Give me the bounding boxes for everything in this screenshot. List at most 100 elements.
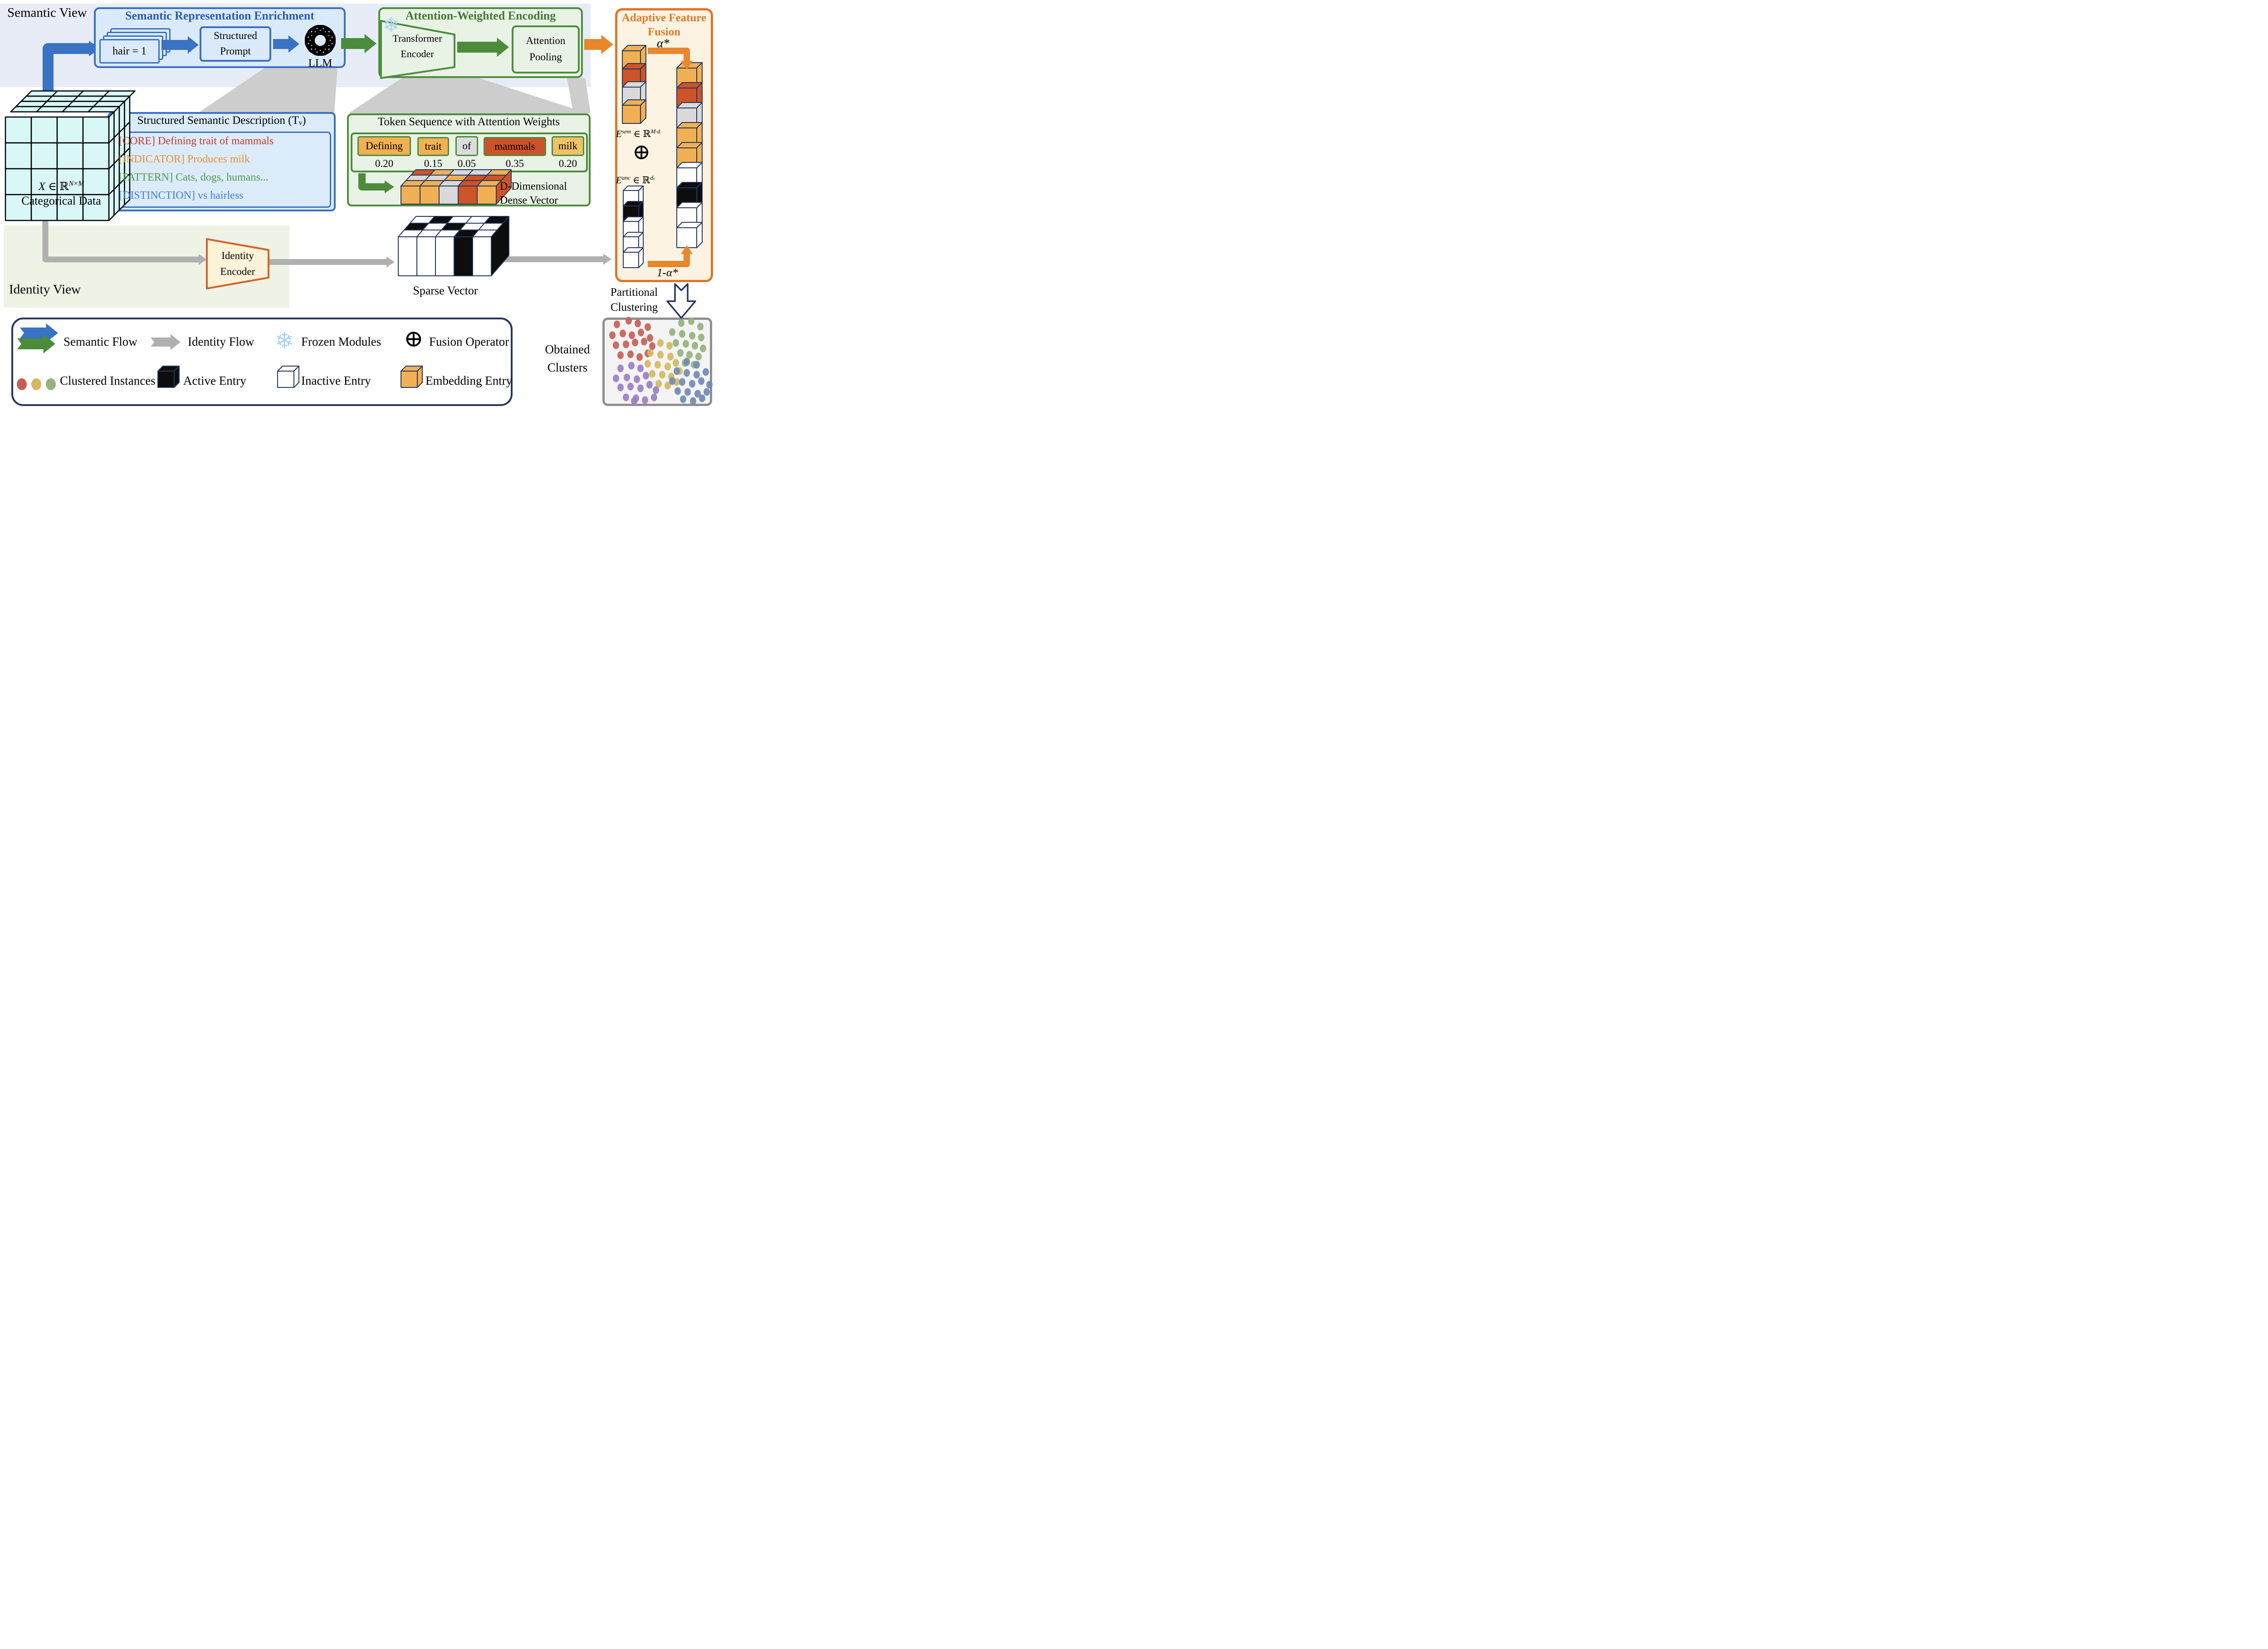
cluster-dot-2 — [673, 359, 679, 367]
data-cube-side — [124, 173, 131, 206]
cluster-dot-2 — [659, 371, 665, 379]
cluster-dot-0 — [613, 341, 619, 349]
identity-encoder-trapezoid — [206, 238, 269, 289]
cluster-dot-4 — [694, 361, 700, 369]
attention-pooling-box — [512, 25, 580, 73]
awe-title: Attention-Weighted Encoding — [405, 9, 556, 22]
arrow-prompt-to-llm — [273, 35, 299, 53]
legend-identity-flow: Identity Flow — [188, 335, 254, 348]
cluster-dot-3 — [643, 372, 649, 380]
token-mammals: mammals — [484, 137, 546, 156]
legend-semantic-arrow-green — [17, 334, 55, 354]
fusion-operator-icon: ⊕ — [632, 140, 651, 164]
e-anc-formula: Eanc ∈ ℝdₛ — [616, 174, 655, 186]
token-trait: trait — [417, 137, 449, 156]
cluster-dot-2 — [665, 382, 671, 390]
data-cube-front — [30, 142, 58, 170]
llm-logo-icon — [303, 23, 338, 58]
cluster-dot-1 — [688, 317, 694, 325]
cluster-dot-0 — [645, 323, 651, 331]
legend-dot-0 — [17, 378, 27, 390]
cluster-dot-1 — [695, 352, 702, 361]
cluster-dot-3 — [617, 383, 624, 391]
cluster-dot-4 — [669, 377, 675, 385]
legend-active-entry: Active Entry — [183, 374, 246, 387]
cluster-dot-4 — [698, 377, 704, 385]
legend-fusion-icon: ⊕ — [404, 326, 424, 352]
token-of: of — [455, 136, 478, 156]
under-layer — [42, 41, 591, 265]
cluster-dot-1 — [683, 340, 689, 348]
partitional-clustering-arrow — [666, 283, 696, 319]
fused-column-cube-front — [676, 227, 697, 248]
cluster-dot-0 — [632, 338, 638, 347]
cluster-dot-1 — [698, 333, 704, 342]
legend-dot-2 — [46, 378, 56, 390]
cluster-dot-1 — [697, 323, 704, 331]
over-layer — [5, 20, 713, 405]
data-cube-front — [82, 194, 110, 221]
cluster-dot-4 — [706, 381, 713, 389]
cluster-dot-3 — [637, 364, 644, 372]
arrow-sparse-to-fusion — [496, 256, 603, 262]
arrow-encoder-to-sparse — [269, 259, 386, 265]
cluster-dot-4 — [684, 388, 691, 396]
cluster-dot-0 — [638, 328, 644, 337]
sem-column-cube-front — [622, 105, 641, 124]
cluster-dot-2 — [657, 351, 664, 359]
cluster-dot-2 — [645, 360, 651, 368]
callout-wedge-pooling — [567, 78, 591, 113]
cluster-dot-1 — [700, 344, 706, 352]
cluster-dot-3 — [627, 382, 634, 391]
cluster-dot-1 — [673, 339, 679, 347]
alpha-arrow-head — [681, 61, 693, 70]
llm-label: LLM — [308, 57, 332, 69]
cluster-dot-1 — [692, 342, 698, 350]
cluster-dot-2 — [657, 339, 664, 347]
legend-dot-1 — [31, 378, 41, 390]
cluster-dot-4 — [694, 371, 700, 379]
sre-title: Semantic Representation Enrichment — [125, 9, 314, 22]
cluster-dot-1 — [686, 351, 693, 359]
ssd-inner-box — [112, 132, 331, 208]
prompt-card: hair = 1 — [99, 39, 160, 64]
sparse-slab-front-cell — [398, 236, 417, 276]
token-elbow-head — [385, 181, 394, 193]
sparse-slab-front-cell — [416, 236, 436, 276]
callout-wedge-semantic — [198, 68, 337, 113]
sparse-vector-label: Sparse Vector — [413, 284, 478, 297]
x-formula: X ∈ ℝN×M — [38, 180, 84, 193]
ssd-line-distinction: [DISTINCTION] vs hairless — [119, 190, 244, 201]
token-title: Token Sequence with Attention Weights — [377, 116, 560, 128]
legend-frozen-modules: Frozen Modules — [301, 335, 381, 348]
cluster-dot-0 — [635, 319, 641, 328]
ssd-line-pattern: [PATTERN] Cats, dogs, humans... — [119, 171, 269, 183]
legend-frozen-icon: ❄ — [275, 328, 294, 353]
cluster-dot-2 — [655, 380, 662, 388]
legend-inactive-cube-front — [277, 371, 294, 388]
legend-semantic-arrow-blue — [20, 323, 58, 343]
arrow-llm-to-encoder — [341, 34, 376, 54]
one-minus-alpha-arrow-head — [681, 245, 693, 254]
arrow-sparse-to-fusion-head — [603, 254, 611, 265]
arrow-cards-to-prompt — [161, 36, 199, 54]
weight-of: 0.05 — [457, 158, 476, 169]
semantic-elbow-arrow — [43, 43, 89, 109]
token-elbow-arrow — [358, 173, 385, 191]
dense-slab-front-cell — [401, 186, 420, 205]
e-sem-formula: Esem ∈ ℝM·d — [616, 128, 660, 139]
dense-slab-front-cell — [439, 186, 459, 205]
cluster-dot-4 — [690, 397, 696, 405]
dense-slab-front-cell — [477, 186, 497, 205]
cluster-dot-3 — [628, 362, 635, 370]
cluster-dot-4 — [684, 369, 690, 377]
cluster-dot-4 — [680, 395, 686, 403]
identity-view-label: Identity View — [9, 282, 81, 297]
cluster-dot-4 — [694, 390, 701, 398]
